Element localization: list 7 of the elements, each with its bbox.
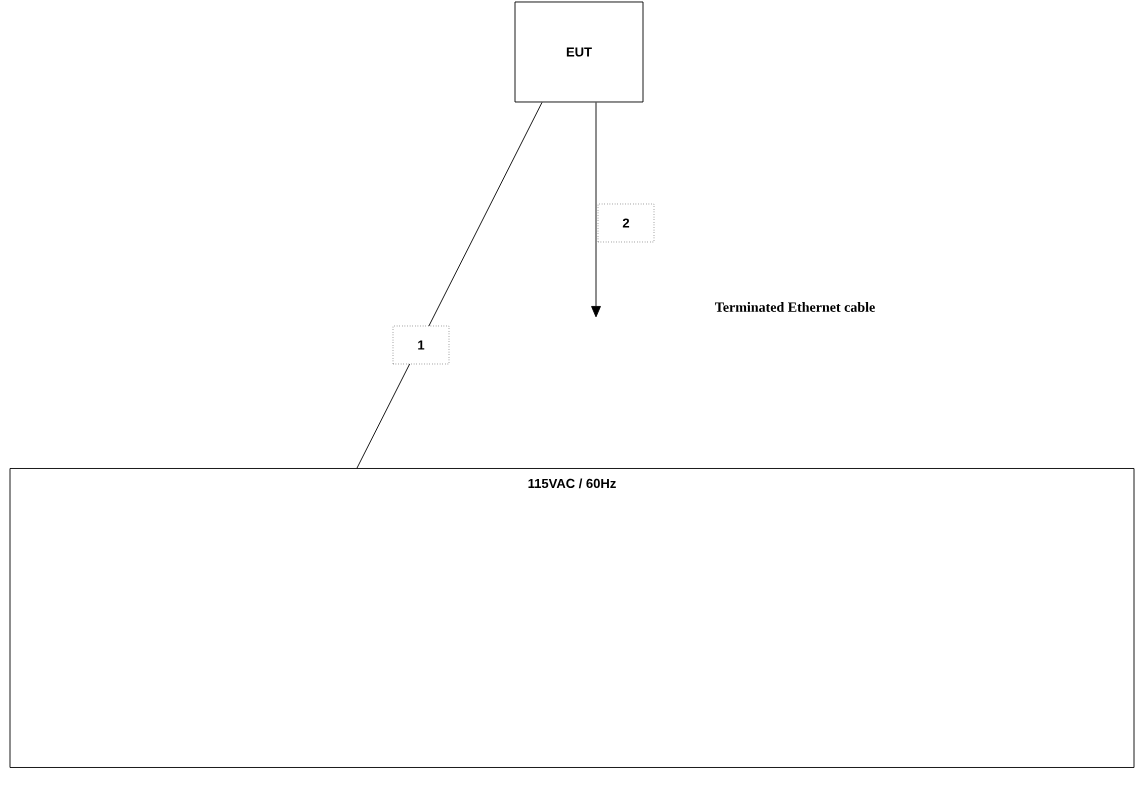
cable-number: 2	[597, 203, 655, 243]
cable-arrow	[591, 102, 601, 318]
cable-number: 1	[392, 325, 450, 365]
device-box: EUT	[514, 1, 644, 103]
power-supply-box: 115VAC / 60Hz	[9, 468, 1135, 768]
cable-label: Terminated Ethernet cable	[715, 302, 875, 312]
cable-line	[356, 102, 543, 469]
